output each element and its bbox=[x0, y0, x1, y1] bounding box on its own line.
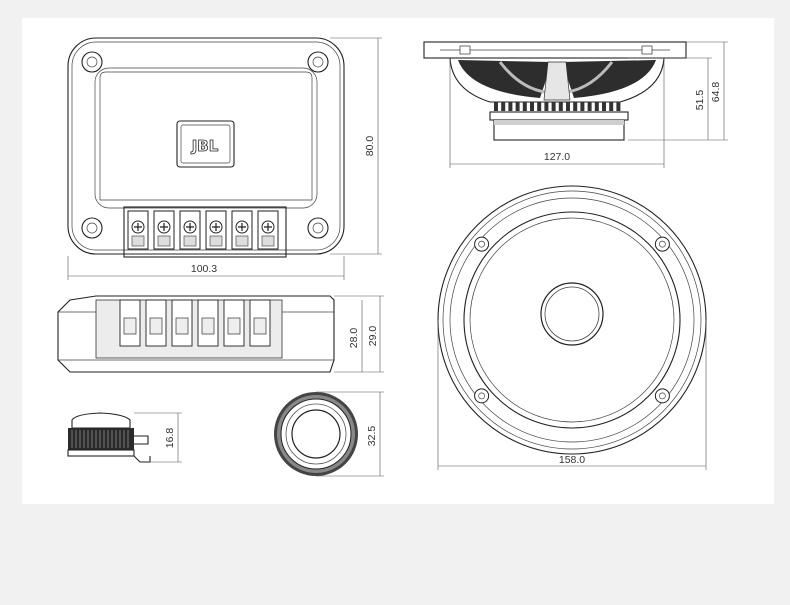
terminal-screw-icon bbox=[257, 210, 279, 250]
dimension-crossover-width: 100.3 bbox=[67, 256, 345, 280]
crossover-top-view: JBL bbox=[67, 37, 345, 258]
dimension-tweeter-diameter: 32.5 bbox=[316, 391, 384, 477]
mounting-tab-icon bbox=[474, 236, 490, 252]
dimension-label: 158.0 bbox=[559, 454, 585, 466]
terminal-icon bbox=[197, 299, 219, 347]
tweeter-side-view bbox=[67, 412, 151, 463]
terminal-icon bbox=[223, 299, 245, 347]
dimension-label: 16.8 bbox=[164, 428, 176, 449]
crossover-side-view bbox=[57, 295, 335, 373]
dimension-crossover-depth: 28.0 29.0 bbox=[334, 295, 384, 373]
woofer-front-view bbox=[437, 185, 707, 455]
terminal-screw-icon bbox=[179, 210, 201, 250]
tweeter-front-view bbox=[274, 392, 358, 476]
woofer-side-view bbox=[423, 41, 687, 141]
dimension-tweeter-height: 16.8 bbox=[134, 412, 182, 463]
mounting-hole-icon bbox=[307, 217, 329, 239]
dimension-label: 127.0 bbox=[544, 151, 570, 163]
terminal-icon bbox=[171, 299, 193, 347]
dimension-label: 28.0 bbox=[348, 328, 360, 349]
terminal-screw-icon bbox=[231, 210, 253, 250]
mounting-hole-icon bbox=[81, 217, 103, 239]
terminal-screw-icon bbox=[205, 210, 227, 250]
brand-logo: JBL bbox=[176, 120, 235, 168]
dimension-crossover-height: 80.0 bbox=[330, 37, 382, 255]
terminal-screw-icon bbox=[153, 210, 175, 250]
dimension-label: 51.5 bbox=[694, 90, 706, 111]
dimension-woofer-diameter: 158.0 bbox=[437, 320, 707, 470]
dimension-label: 64.8 bbox=[710, 82, 722, 103]
dimension-label: 100.3 bbox=[191, 263, 217, 275]
dimension-label: 29.0 bbox=[367, 326, 379, 347]
terminal-screw-icon bbox=[127, 210, 149, 250]
terminal-icon bbox=[145, 299, 167, 347]
mounting-hole-icon bbox=[81, 51, 103, 73]
mounting-tab-icon bbox=[654, 236, 670, 252]
terminal-icon bbox=[119, 299, 141, 347]
mounting-tab-icon bbox=[654, 388, 670, 404]
terminal-icon bbox=[249, 299, 271, 347]
dimension-label: 32.5 bbox=[366, 426, 378, 447]
brand-logo-text: JBL bbox=[191, 137, 219, 155]
terminal-block bbox=[123, 206, 287, 258]
mounting-hole-icon bbox=[307, 51, 329, 73]
dimension-label: 80.0 bbox=[364, 136, 376, 157]
drawing-sheet bbox=[22, 18, 774, 504]
mounting-tab-icon bbox=[474, 388, 490, 404]
dimension-woofer-side: 127.0 51.5 64.8 bbox=[449, 41, 728, 168]
